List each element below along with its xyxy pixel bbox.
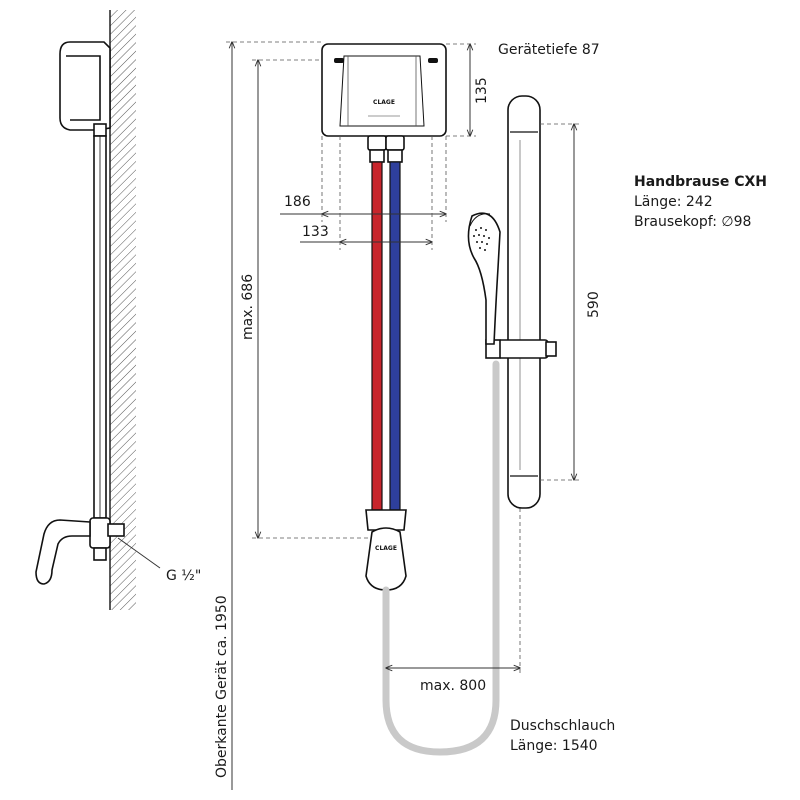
device-depth-label: Gerätetiefe 87 <box>498 42 600 58</box>
side-outlet <box>93 547 107 561</box>
height-135-dimension: 135 Gerätetiefe 87 <box>446 42 600 136</box>
width-186-dimension: 186 <box>280 136 446 222</box>
heater-side-connector <box>93 123 107 137</box>
mixer-body-side <box>89 517 111 549</box>
water-heater-front: CLAGE <box>321 43 447 137</box>
hose-length: Länge: 1540 <box>510 738 598 754</box>
heater-indicator-right <box>428 58 438 63</box>
heater-side-view <box>59 41 111 131</box>
shower-nozzles <box>473 227 490 251</box>
hand-shower-body <box>467 212 501 345</box>
mixer-lever-front <box>365 527 407 591</box>
width-133-label: 133 <box>302 224 329 240</box>
heater-side-detail <box>66 55 101 121</box>
mixer-valve-front: CLAGE <box>365 509 407 591</box>
overall-height-dimension: Oberkante Gerät ca. 1950 <box>214 42 322 790</box>
heater-indicator-left <box>334 58 344 63</box>
width-133-dimension: 133 <box>300 136 432 250</box>
wall-connector <box>107 523 125 537</box>
hand-shower <box>467 212 501 345</box>
handshower-head: Brausekopf: ∅98 <box>634 214 751 230</box>
rail-slider <box>497 339 549 359</box>
rail-590-label: 590 <box>586 291 602 318</box>
pipe-fittings <box>367 135 405 163</box>
slider-knob <box>545 341 557 357</box>
side-view: G ½" <box>35 10 201 610</box>
wall-hatch <box>110 10 136 610</box>
top-edge-label: Oberkante Gerät ca. 1950 <box>214 595 230 778</box>
hose-title: Duschschlauch <box>510 718 615 734</box>
g-half-leader <box>117 537 161 569</box>
hose-info: Duschschlauch Länge: 1540 <box>510 718 615 754</box>
max-800-label: max. 800 <box>420 678 486 694</box>
max-686-label: max. 686 <box>240 274 256 340</box>
g-half-label: G ½" <box>166 568 201 584</box>
max-800-dimension: max. 800 <box>386 508 520 694</box>
width-186-label: 186 <box>284 194 311 210</box>
handshower-title: Handbrause CXH <box>634 174 767 190</box>
mixer-logo: CLAGE <box>375 545 397 552</box>
heater-logo: CLAGE <box>373 99 395 106</box>
handshower-info: Handbrause CXH Länge: 242 Brausekopf: ∅9… <box>634 174 767 230</box>
shower-hose <box>382 360 500 756</box>
rail-tube <box>507 95 541 509</box>
height-135-label: 135 <box>474 77 490 104</box>
rail-590-dimension: 590 <box>540 124 602 480</box>
handshower-length: Länge: 242 <box>634 194 713 210</box>
mixer-body-front <box>365 509 407 531</box>
max-686-dimension: max. 686 <box>240 60 368 538</box>
heater-face-panel <box>339 55 425 127</box>
shower-rail <box>485 95 557 509</box>
mixer-lever-side <box>35 519 91 585</box>
